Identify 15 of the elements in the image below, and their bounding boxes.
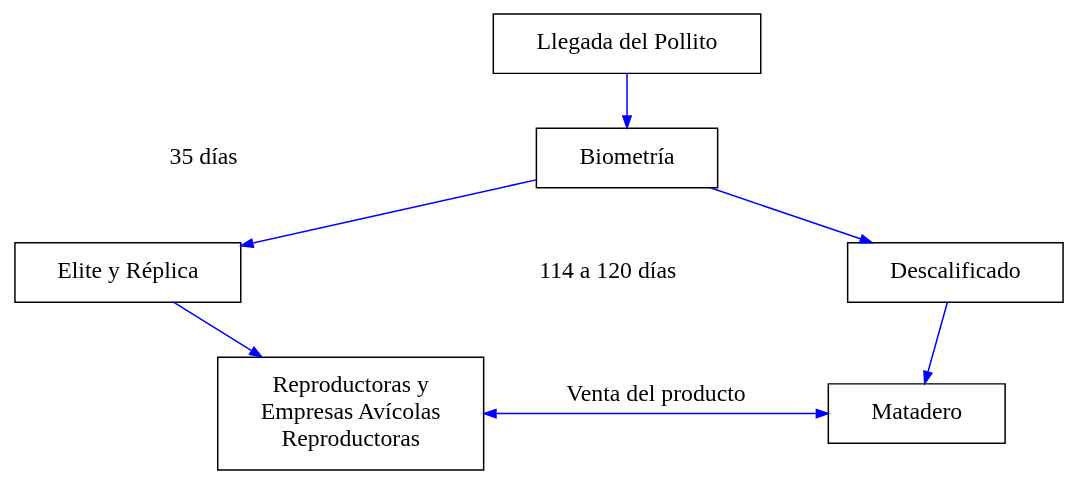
arrow (238, 179, 537, 249)
arrow (172, 301, 264, 359)
edge-label: Venta del producto (565, 380, 746, 407)
node-box: Llegada del Pollito (492, 13, 761, 75)
node-box: Reproductoras y Empresas Avícolas Reproductoras (216, 356, 484, 471)
arrow (621, 73, 632, 131)
node-box: Elite y Réplica (13, 242, 241, 303)
node-box: Descalificado (846, 242, 1064, 303)
node-box: Matadero (827, 383, 1006, 445)
node-box: Biometría (535, 127, 718, 189)
label: 35 días (169, 142, 238, 169)
label: 114 a 120 días (538, 257, 676, 284)
arrow (709, 187, 874, 244)
arrow (922, 301, 948, 386)
arrow (481, 408, 831, 419)
